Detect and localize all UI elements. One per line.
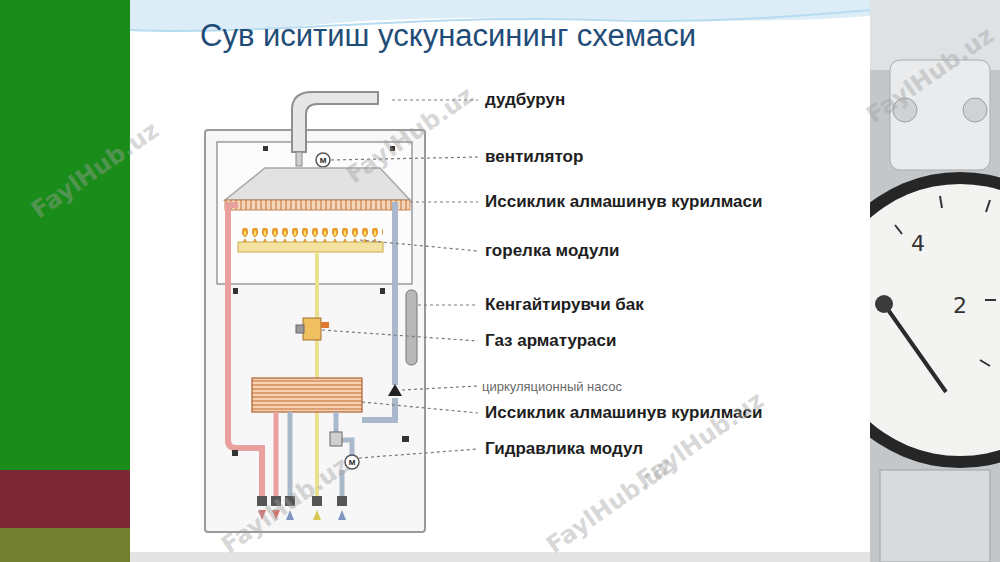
leader-line bbox=[322, 330, 478, 341]
flue-pipe bbox=[292, 92, 378, 152]
part-label: циркуляционный насос bbox=[482, 379, 622, 394]
exchanger-hood bbox=[225, 168, 410, 200]
part-label: горелка модули bbox=[485, 241, 620, 261]
flow-arrow bbox=[338, 510, 346, 520]
pipe-fitting bbox=[880, 470, 990, 562]
gas-valve-part bbox=[296, 325, 304, 333]
plate-heat-exchanger bbox=[252, 378, 362, 412]
leader-line bbox=[360, 240, 478, 251]
gauge-tick bbox=[985, 299, 996, 301]
gauge-tick bbox=[980, 360, 990, 366]
motor-symbol: M bbox=[320, 156, 327, 165]
clip bbox=[263, 146, 268, 151]
leader-line bbox=[402, 386, 478, 390]
gauge-rim bbox=[870, 172, 1000, 468]
circulation-pump bbox=[388, 384, 402, 396]
bottom-strip bbox=[130, 552, 870, 562]
green-band bbox=[0, 0, 130, 470]
needle-pivot bbox=[875, 295, 893, 313]
gauge-number: 4 bbox=[911, 231, 925, 256]
bolt bbox=[963, 98, 987, 122]
motor-symbol: M bbox=[349, 458, 356, 467]
clip bbox=[233, 288, 238, 294]
flow-arrow bbox=[313, 510, 321, 520]
pipe-connector bbox=[337, 496, 347, 506]
hot-water-pipe bbox=[274, 412, 279, 500]
part-label: Газ арматураси bbox=[485, 331, 616, 351]
gauge-number: 2 bbox=[953, 293, 967, 318]
fan-part bbox=[296, 152, 302, 166]
leader-line bbox=[362, 402, 478, 413]
burner-module bbox=[238, 242, 383, 252]
gauge-tick bbox=[986, 200, 990, 212]
leader-line bbox=[410, 201, 478, 202]
red-band bbox=[0, 470, 130, 528]
leader-line bbox=[418, 304, 478, 305]
part-label: дудбурун bbox=[485, 90, 565, 110]
gauge-needle bbox=[884, 304, 946, 392]
hydraulic-module bbox=[330, 432, 342, 446]
gas-line bbox=[315, 252, 319, 500]
part-label: Кенгайтирувчи бак bbox=[485, 295, 644, 315]
hot-water-pipe bbox=[228, 205, 262, 500]
part-label: Иссиклик алмашинув курилмаси bbox=[485, 192, 762, 212]
part-label: Гидравлика модул bbox=[485, 439, 643, 459]
gauge-photo bbox=[870, 0, 1000, 562]
clip bbox=[402, 436, 409, 442]
gauge-tick bbox=[895, 225, 902, 234]
olive-band bbox=[0, 528, 130, 562]
gauge-face bbox=[870, 184, 1000, 456]
slide-title: Сув иситиш ускунасининг схемаси bbox=[200, 18, 696, 54]
leader-line bbox=[359, 449, 478, 458]
clip bbox=[232, 450, 238, 456]
gauge-tick bbox=[940, 196, 942, 208]
expansion-tank bbox=[406, 290, 417, 365]
main-heat-exchanger bbox=[225, 200, 410, 210]
return-pipe bbox=[362, 398, 395, 420]
gas-valve-part bbox=[321, 322, 329, 328]
clip bbox=[380, 288, 385, 294]
return-pipe bbox=[395, 205, 398, 385]
part-label: вентилятор bbox=[485, 147, 583, 167]
fan-motor bbox=[316, 153, 330, 167]
gas-valve bbox=[303, 318, 321, 340]
